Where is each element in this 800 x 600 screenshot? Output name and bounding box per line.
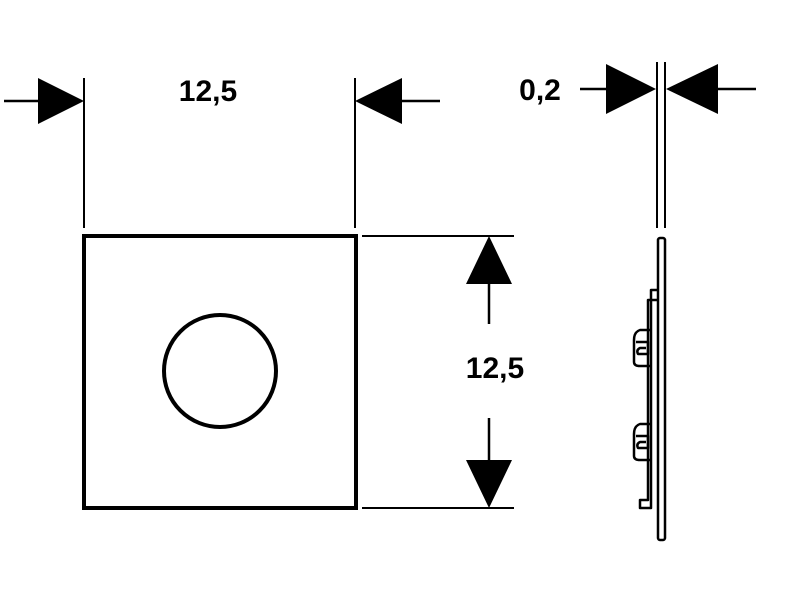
thickness-arrow-left: [606, 64, 656, 114]
height-arrow-top: [466, 236, 512, 284]
width-dimension: 12,5: [4, 75, 440, 228]
side-view: [632, 236, 667, 542]
front-view: [82, 234, 358, 510]
width-label: 12,5: [179, 75, 237, 108]
height-label: 12,5: [466, 352, 524, 385]
thickness-arrow-right: [666, 64, 718, 114]
height-dimension: 12,5: [362, 235, 524, 509]
width-arrow-left: [38, 78, 84, 124]
width-arrow-right: [355, 78, 402, 124]
thickness-dimension: 0,2: [519, 62, 756, 228]
side-clip-upper: [632, 328, 651, 368]
thickness-label: 0,2: [519, 74, 561, 107]
button-circle: [162, 313, 278, 429]
front-plate-outline: [82, 234, 358, 510]
side-frame: [638, 288, 658, 510]
side-plate: [656, 236, 667, 542]
side-clip-lower: [632, 422, 651, 462]
height-arrow-bottom: [466, 460, 512, 508]
